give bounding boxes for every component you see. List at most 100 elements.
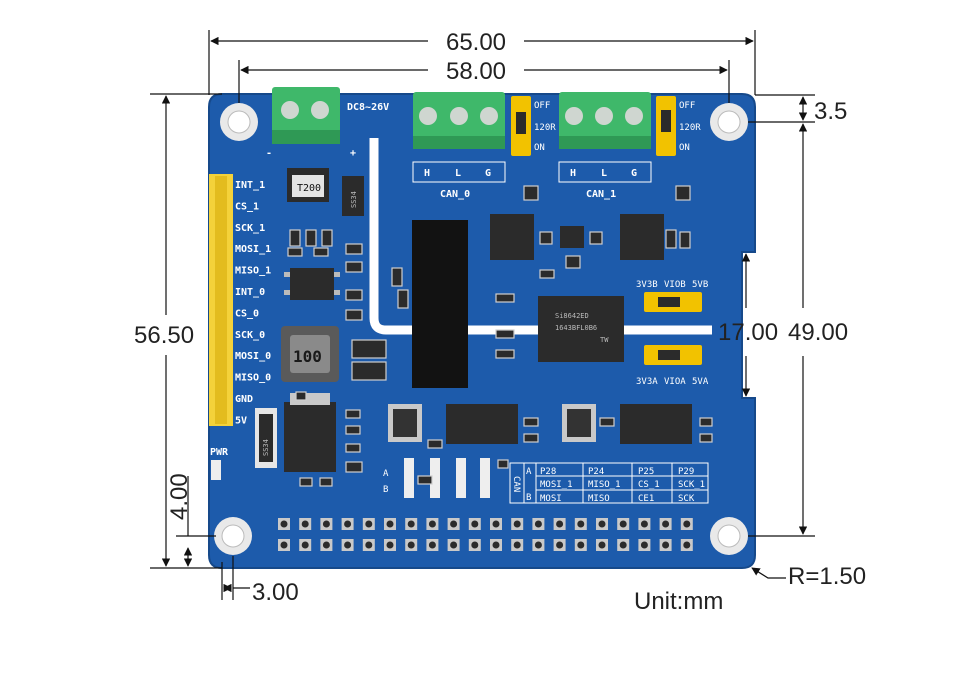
left-header-label: GND [235, 394, 253, 405]
smd-part [345, 461, 363, 473]
gpio-hole [513, 520, 521, 528]
can1-g: G [631, 168, 637, 179]
smd-components [287, 185, 713, 487]
isolator-line1: Si8642ED [555, 312, 589, 320]
smd-part [699, 417, 713, 427]
gpio-hole [683, 520, 691, 528]
regulator-chip [284, 268, 340, 300]
gpio-hole [407, 541, 415, 549]
dim-width-holes: 58.00 [446, 58, 506, 85]
jumper-a-5v: 5VA [692, 377, 709, 387]
pin-table-cell: P28 [540, 467, 556, 477]
vio-jumper-a[interactable] [644, 345, 702, 365]
smd-part [319, 477, 333, 487]
smd-part [287, 247, 303, 257]
pin-table-cell: P29 [678, 467, 694, 477]
jumper-120r-can1[interactable] [656, 96, 676, 156]
pin-table-side-a: A [526, 467, 532, 477]
can1-h: H [570, 168, 576, 179]
gpio-hole [322, 520, 330, 528]
pin-table-side-b: B [526, 493, 531, 503]
gpio-hole [640, 541, 648, 549]
pin-mapping-table [509, 462, 709, 504]
crystal-0 [388, 404, 422, 442]
jumper-b-3v3: 3V3B [636, 280, 658, 290]
gpio-hole [577, 520, 585, 528]
gpio-hole [344, 541, 352, 549]
t200-component [287, 168, 329, 202]
smd-part [497, 459, 509, 469]
jumper-a-3v3: 3V3A [636, 377, 658, 387]
ss34-diode-bottom [255, 408, 277, 468]
jumper-a-vio: VIOA [664, 377, 686, 387]
left-header-label: MOSI_0 [235, 351, 271, 362]
gpio-hole [577, 541, 585, 549]
gpio-hole [386, 541, 394, 549]
gpio-hole [598, 541, 606, 549]
can1-on-label: ON [679, 143, 690, 153]
mounting-hole-tr [710, 103, 748, 141]
gpio-hole [492, 520, 500, 528]
dim-side-offset: 3.00 [252, 579, 299, 606]
ss34-diode-top [342, 176, 364, 216]
left-header-label: CS_1 [235, 201, 259, 212]
gpio-hole [556, 520, 564, 528]
can-controller-1 [620, 214, 664, 260]
smd-part [589, 231, 603, 245]
left-pin-header [209, 174, 233, 426]
gpio-hole [534, 520, 542, 528]
smd-part [679, 231, 691, 249]
gpio-hole [344, 520, 352, 528]
isolator-line3: TW [600, 336, 609, 344]
can0-l: L [455, 168, 461, 179]
pin-table-cell: SCK [678, 494, 695, 504]
smd-part [675, 185, 691, 201]
can1-120r-label: 120R [679, 123, 701, 133]
vio-jumper-b[interactable] [644, 292, 702, 312]
inductor-label: 100 [293, 347, 322, 366]
dim-top-offset: 3.5 [814, 98, 847, 125]
gpio-hole [386, 520, 394, 528]
smd-part [523, 433, 539, 443]
left-header-labels: INT_1CS_1SCK_1MOSI_1MISO_1INT_0CS_0SCK_0… [235, 180, 271, 426]
t200-label: T200 [297, 183, 321, 194]
mounting-hole-bl [214, 517, 252, 555]
pin-table-cell: CE1 [638, 494, 654, 504]
pwr-led [211, 460, 221, 480]
crystal-1 [562, 404, 596, 442]
smd-part [351, 361, 387, 381]
smd-part [599, 417, 615, 427]
ss34-bottom-label: SS34 [262, 439, 270, 456]
small-ic-top [560, 226, 584, 248]
dim-bottom-offset: 4.00 [166, 473, 193, 520]
can1-label: CAN_1 [586, 189, 616, 200]
smd-part [417, 475, 433, 485]
pin-table-cell: CS_1 [638, 480, 660, 490]
pin-table-cell: MOSI_1 [540, 480, 573, 490]
jumper-b-5v: 5VB [692, 280, 708, 290]
pin-table-cell: P24 [588, 467, 604, 477]
jumper-120r-can0[interactable] [511, 96, 531, 156]
power-terminal-block [272, 87, 340, 144]
smd-part [565, 255, 581, 269]
gpio-hole [492, 541, 500, 549]
can0-120r-label: 120R [534, 123, 556, 133]
dimension-lines [150, 30, 815, 600]
smd-part [345, 425, 361, 435]
smd-part [313, 247, 329, 257]
isolator-chip [538, 296, 624, 362]
smd-part [305, 229, 317, 247]
smd-part [391, 267, 403, 287]
gpio-hole [428, 541, 436, 549]
dim-height-total: 56.50 [134, 322, 194, 349]
gpio-hole [450, 520, 458, 528]
gpio-hole [556, 541, 564, 549]
left-header-label: CS_0 [235, 308, 259, 319]
gpio-hole [619, 520, 627, 528]
smd-part [321, 229, 333, 247]
gpio-hole [428, 520, 436, 528]
gpio-hole [640, 520, 648, 528]
power-input-label: DC8~26V [347, 102, 389, 113]
can-controller-0 [490, 214, 534, 260]
